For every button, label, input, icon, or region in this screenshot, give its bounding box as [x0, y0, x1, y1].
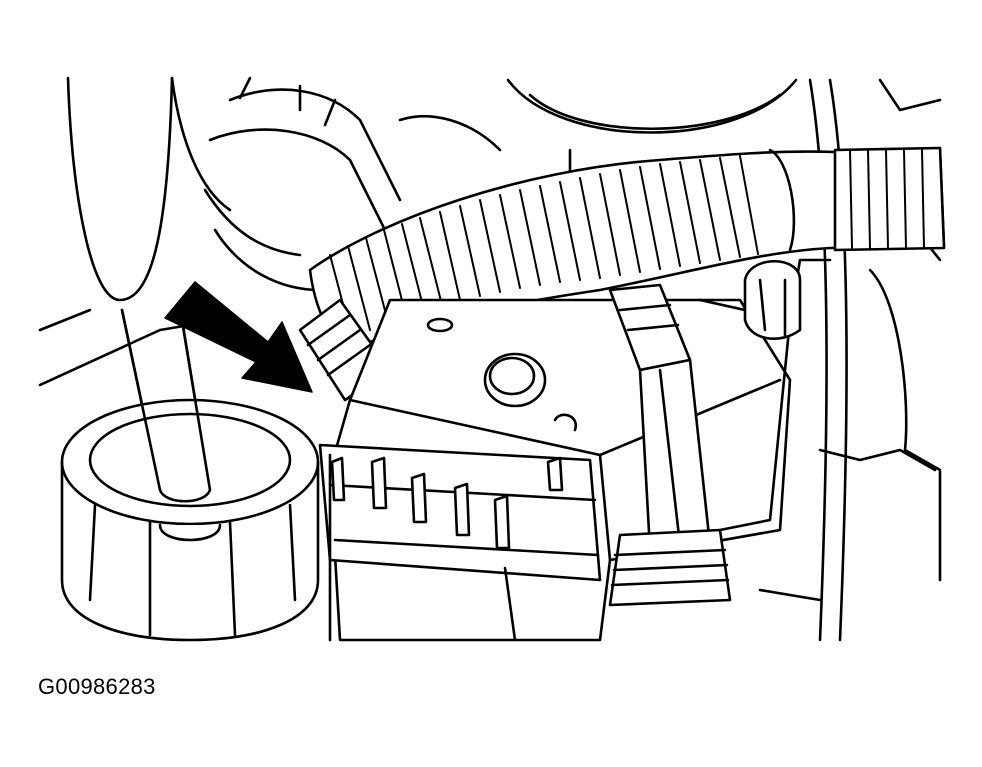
upper-hoses	[203, 76, 502, 292]
reservoir-cap	[60, 308, 320, 642]
figure-id-label: G00986283	[38, 674, 156, 699]
right-wire-plug	[608, 258, 832, 607]
module-electrical-connector	[318, 443, 602, 642]
callout-arrow-icon	[164, 281, 313, 393]
